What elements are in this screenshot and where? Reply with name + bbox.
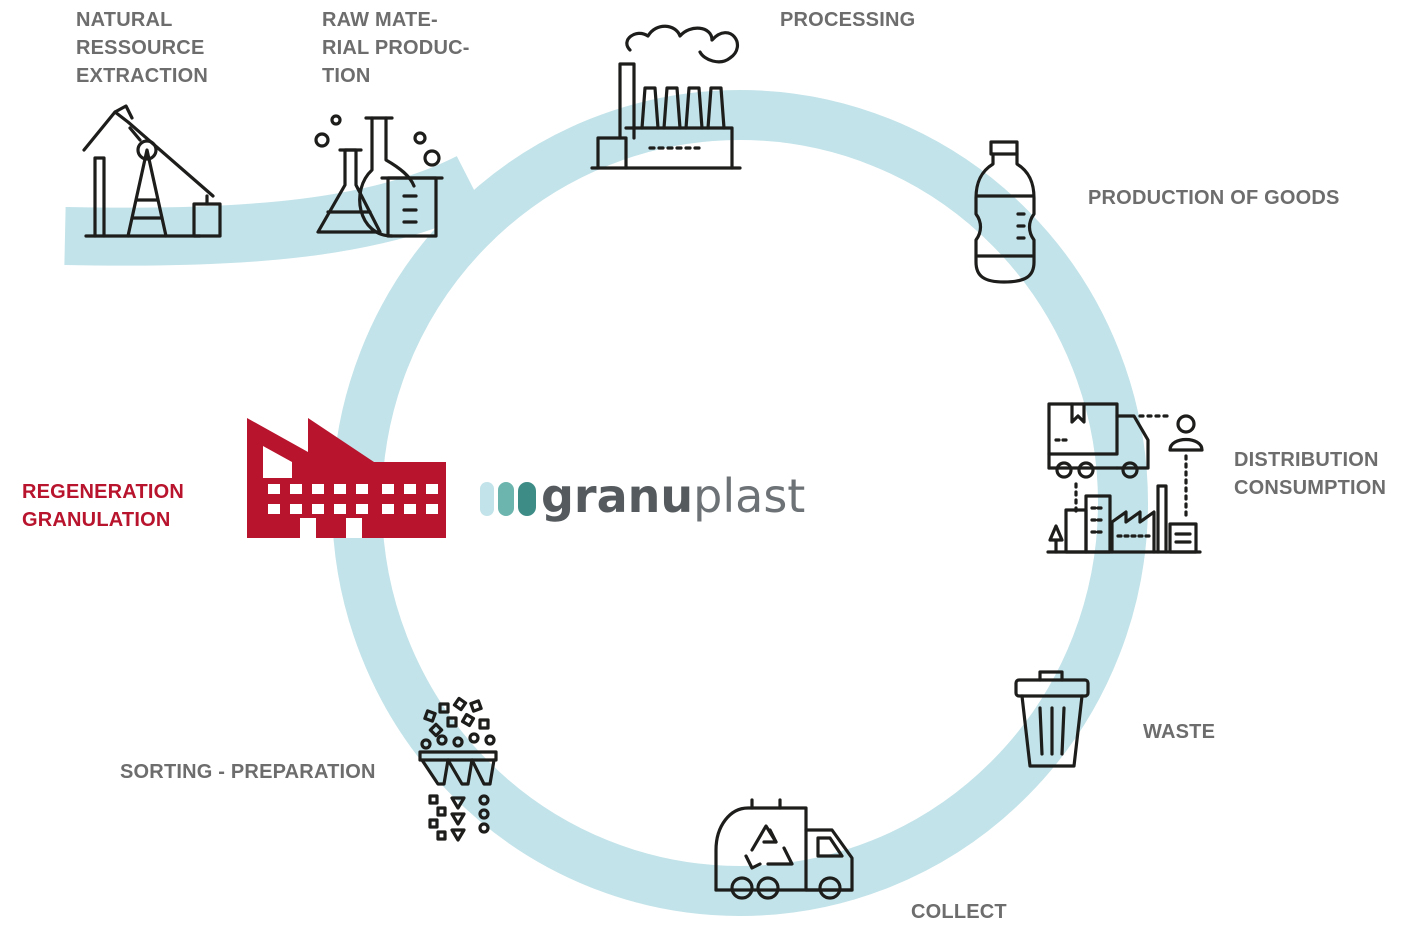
logo-text-light: plast bbox=[693, 469, 805, 523]
logo-dot-2 bbox=[498, 482, 514, 516]
red-factory-icon bbox=[247, 418, 446, 538]
granuplast-logo: granuplast bbox=[480, 469, 805, 523]
label-natural-resource-extraction: NATURAL RESSOURCE EXTRACTION bbox=[76, 9, 208, 87]
label-waste: WASTE bbox=[1143, 721, 1216, 743]
sorting-hopper-icon bbox=[418, 696, 498, 842]
label-sorting-preparation: SORTING - PREPARATION bbox=[120, 761, 376, 783]
logo-dot-3 bbox=[518, 482, 536, 516]
delivery-truck-city-icon bbox=[1046, 402, 1204, 554]
label-collect: COLLECT bbox=[911, 901, 1007, 923]
logo-text-bold: granu bbox=[541, 469, 693, 523]
oil-pump-jack-icon bbox=[82, 104, 222, 238]
label-distribution-consumption: DISTRIBUTION CONSUMPTION bbox=[1234, 449, 1387, 499]
logo-dot-1 bbox=[480, 482, 494, 516]
label-raw-material-production: RAW MATE- RIAL PRODUC- TION bbox=[322, 9, 470, 87]
trash-bin-icon bbox=[1014, 670, 1090, 768]
label-production-of-goods: PRODUCTION OF GOODS bbox=[1088, 187, 1340, 209]
factory-chimneys-icon bbox=[590, 24, 742, 170]
recycling-truck-icon bbox=[714, 798, 854, 900]
svg-text:granuplast: granuplast bbox=[541, 469, 805, 523]
chemistry-flasks-icon bbox=[314, 114, 444, 238]
plastic-bottle-icon bbox=[974, 140, 1036, 284]
label-regeneration-granulation: REGENERATION GRANULATION bbox=[22, 481, 185, 531]
label-processing: PROCESSING bbox=[780, 9, 916, 31]
